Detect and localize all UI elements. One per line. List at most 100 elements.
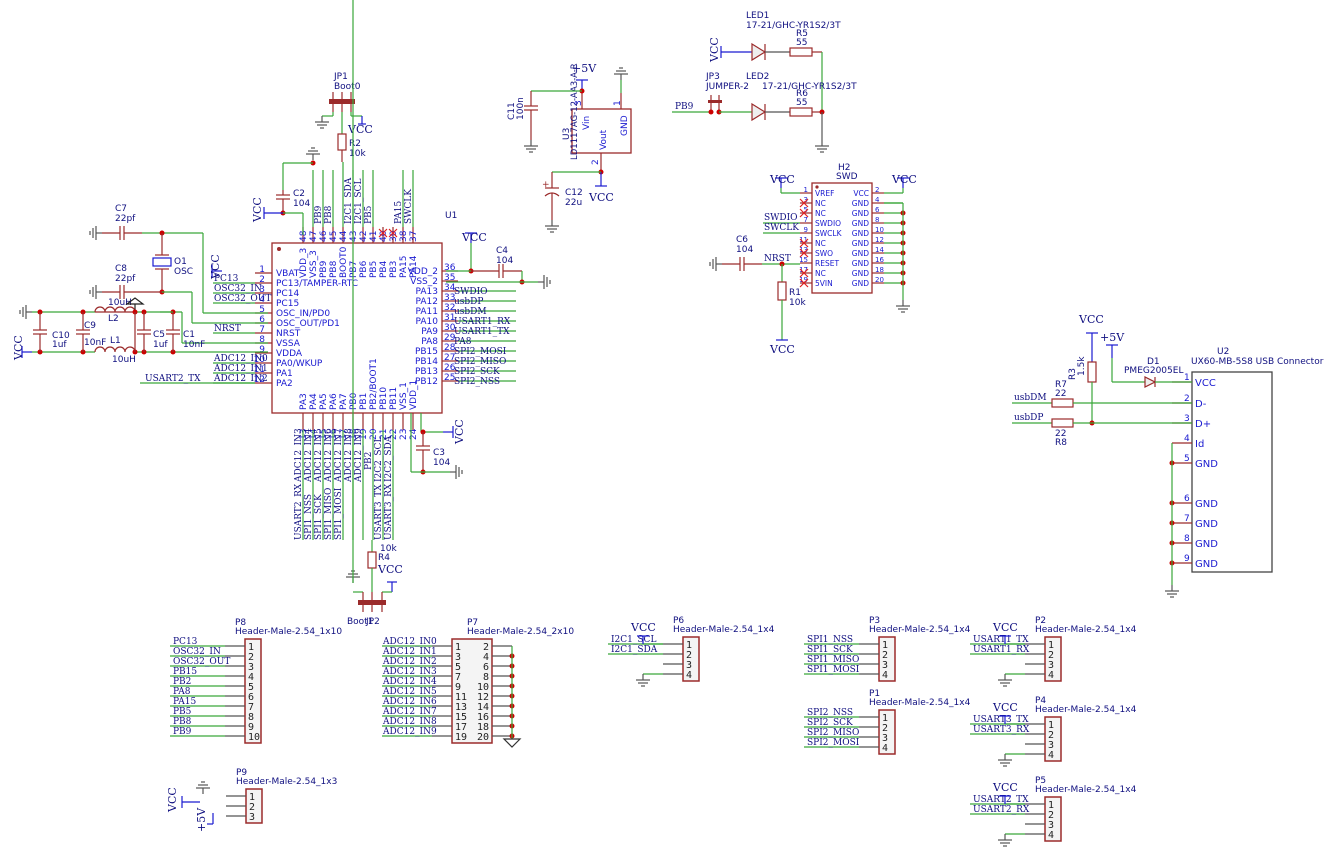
boot1-section: 10k R4 VCC Boot1 JP2 xyxy=(345,0,403,627)
r3-value: 1.5k xyxy=(1077,356,1087,376)
h2-pin-name: GND xyxy=(852,269,869,278)
d1-value: PMEG2005EL xyxy=(1124,366,1183,376)
net-label: SPI1_NSS xyxy=(304,494,314,540)
u3-value: LD1117AG-12-AA3-A-R xyxy=(570,63,580,160)
net-label: ADC12_IN9 xyxy=(382,727,437,737)
header-pin-num: 8 xyxy=(248,712,254,723)
u2-pin-num: 4 xyxy=(1184,434,1190,444)
h2-pin-num: 17 xyxy=(799,266,808,274)
header-pin-num: 8 xyxy=(483,672,489,683)
net-label: PC13 xyxy=(173,637,198,647)
h2-pin-num: 5 xyxy=(804,206,808,214)
vcc-label-r4: VCC xyxy=(377,563,403,576)
header-pin-num: 5 xyxy=(248,682,254,693)
net-label: ADC12_IN4 xyxy=(382,677,437,687)
u1-pin-num: 42 xyxy=(359,231,369,242)
p8-value: Header-Male-2.54_1x10 xyxy=(235,627,342,637)
u1-pin-name: PA0/WKUP xyxy=(276,359,323,369)
net-label: I2C2_SCL xyxy=(374,437,384,482)
vcc-label-c2: VCC xyxy=(251,197,264,223)
header-pin-num: 4 xyxy=(686,670,692,681)
header-pin-num: 7 xyxy=(455,672,461,683)
u1-pin-num: 31 xyxy=(444,313,455,323)
u1-pin-name: PA9 xyxy=(421,327,438,337)
net-label: ADC12_IN3 xyxy=(382,667,437,677)
h2-pin-name: VREF xyxy=(815,189,834,198)
net-label: ADC12_IN0 xyxy=(382,637,437,647)
header-pin-num: 1 xyxy=(1048,720,1054,731)
p1-value: Header-Male-2.54_1x4 xyxy=(869,698,971,708)
vcc-label-usb: VCC xyxy=(1078,313,1104,326)
u1-pin-name: VDD_3 xyxy=(299,248,309,278)
vcc-label-pin1: VCC xyxy=(209,254,222,280)
r6-value: 55 xyxy=(796,98,807,108)
u3-pin3-num: 3 xyxy=(574,100,584,106)
r7-ref: R7 xyxy=(1055,380,1067,390)
vcc-label-jp1: VCC xyxy=(347,123,373,136)
c2-value: 104 xyxy=(293,199,310,209)
header-p6: P6Header-Male-2.54_1x41I2C1_SCL2I2C1_SDA… xyxy=(608,616,775,687)
header-pin-num: 1 xyxy=(1048,800,1054,811)
h2-pin-num: 20 xyxy=(875,276,884,284)
u1-pin-num: 47 xyxy=(309,231,319,242)
net-label: USART2_RX xyxy=(973,805,1030,815)
p2-value: Header-Male-2.54_1x4 xyxy=(1035,625,1137,635)
u3-pin1-num: 1 xyxy=(613,100,623,106)
u1-pin-name: PA3 xyxy=(299,393,309,410)
header-pin-num: 3 xyxy=(1048,660,1054,671)
header-p8: P8Header-Male-2.54_1x101PC132OSC32_IN3OS… xyxy=(170,618,342,744)
u1-pin-name: PB1 xyxy=(359,393,369,410)
header-pin-num: 15 xyxy=(455,712,467,723)
c12-ref: C12 xyxy=(565,188,583,198)
jp3-value: JUMPER-2 xyxy=(705,82,749,92)
u2-pin-name: GND xyxy=(1195,519,1218,530)
net-usart2-tx: USART2_TX xyxy=(145,374,201,384)
l1-value: 10uH xyxy=(112,355,136,365)
net-label: SPI2_MOSI xyxy=(454,347,507,357)
u1-pin-num: 11 xyxy=(254,365,265,375)
u2-pin-name: D- xyxy=(1195,399,1207,410)
u2-value: UX60-MB-5S8 USB Connector xyxy=(1191,357,1324,367)
net-label: PB2 xyxy=(173,677,191,687)
h2-value: SWD xyxy=(836,172,858,182)
u1-pin-num: 17 xyxy=(339,429,349,440)
c5-ref: C5 xyxy=(153,330,165,340)
header-pin-num: 16 xyxy=(477,712,489,723)
u1-pin-num: 13 xyxy=(299,429,309,440)
h2-pin-num: 15 xyxy=(799,256,808,264)
p3-ref: P3 xyxy=(869,616,880,626)
r4-value: 10k xyxy=(380,544,397,554)
header-pin-num: 1 xyxy=(882,713,888,724)
c4-ref: C4 xyxy=(496,246,508,256)
h2-pin-num: 2 xyxy=(875,186,879,194)
net-label: ADC12_IN4 xyxy=(304,428,314,483)
c6-ref: C6 xyxy=(736,235,748,245)
net-label: OSC32_IN xyxy=(173,647,221,657)
net-nrst-h2: NRST xyxy=(764,254,791,264)
h2-pin-name: SWO xyxy=(815,249,833,258)
u1-pin-name: OSC_OUT/PD1 xyxy=(276,319,340,329)
vcc-label-h2-left: VCC xyxy=(769,173,795,186)
h2-pin-name: NC xyxy=(815,269,826,278)
u3-ref: U3 xyxy=(562,128,572,140)
net-label: USART2_TX xyxy=(973,795,1029,805)
header-p2: P2Header-Male-2.54_1x41USART1_TX2USART1_… xyxy=(970,616,1137,687)
u1-pin-num: 19 xyxy=(359,428,369,440)
u1-pin-name: PC14 xyxy=(276,289,299,299)
h2-pin-name: NC xyxy=(815,209,826,218)
net-label: USART2_RX xyxy=(294,483,304,540)
net-label: SPI2_MOSI xyxy=(807,738,860,748)
header-pin-num: 4 xyxy=(1048,670,1054,681)
u1-pin-name: PB15 xyxy=(415,347,438,357)
net-label: PB5 xyxy=(364,205,374,224)
u1-pin-name: PB4 xyxy=(379,260,389,278)
header-pin-num: 13 xyxy=(455,702,467,713)
r5-value: 55 xyxy=(796,38,807,48)
u1-pin-name: PB2/BOOT1 xyxy=(369,358,379,410)
p5-value: Header-Male-2.54_1x4 xyxy=(1035,785,1137,795)
net-label: SPI1_MISO xyxy=(324,488,334,540)
u1-pin-num: 32 xyxy=(444,303,455,313)
net-label: ADC12_IN6 xyxy=(324,428,334,483)
header-pin-num: 4 xyxy=(483,652,489,663)
